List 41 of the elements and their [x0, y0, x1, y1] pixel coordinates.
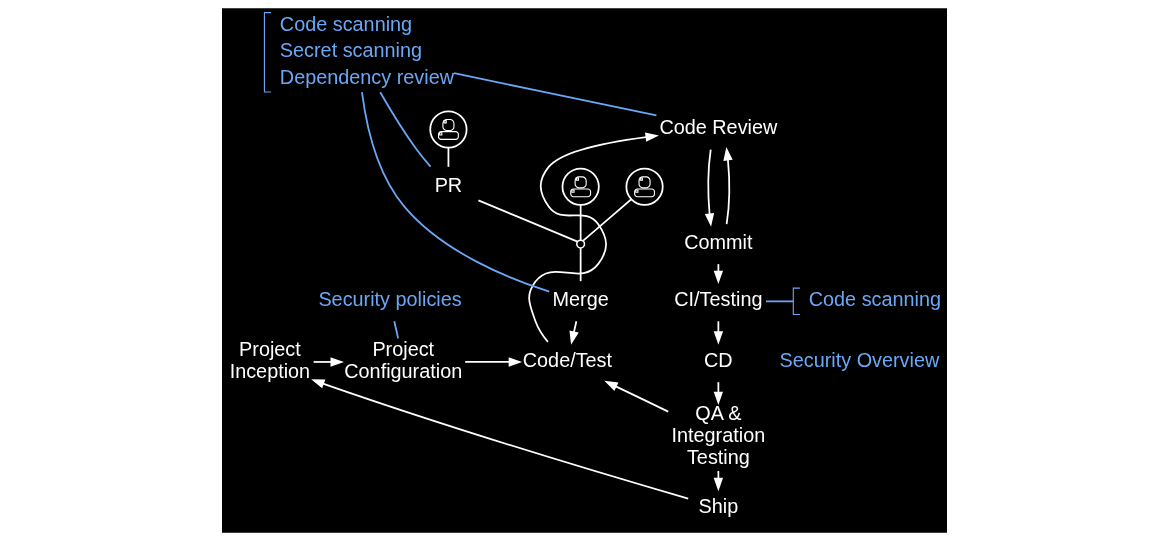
connector — [378, 91, 431, 168]
arrow — [312, 357, 344, 367]
node-text: Project Inception — [229, 337, 310, 382]
arrow — [527, 132, 659, 343]
arrow — [713, 470, 723, 492]
node-person — [561, 167, 600, 206]
connector — [764, 300, 794, 303]
arrow — [463, 357, 522, 367]
node-text: Code scanning Secret scanning Dependency review — [279, 12, 454, 88]
connector — [581, 198, 632, 242]
node-text: Security policies — [317, 288, 462, 311]
connector — [579, 247, 581, 283]
node-text: Code/Test — [522, 348, 612, 371]
arrow — [713, 381, 723, 406]
node-text: Code Review — [658, 116, 777, 139]
node-circle — [575, 239, 585, 249]
arrow — [603, 380, 669, 413]
node-text: Commit — [683, 230, 753, 253]
node-text: Code scanning — [808, 288, 941, 311]
connector — [360, 91, 550, 293]
node-text: QA & Integration Testing — [671, 401, 765, 468]
arrow — [568, 320, 579, 345]
connector — [392, 320, 399, 340]
node-text: CI/Testing — [673, 288, 762, 311]
arrow — [713, 320, 723, 345]
connector — [447, 146, 449, 168]
arrow — [722, 147, 733, 226]
node-person — [428, 110, 467, 149]
arrow — [704, 148, 714, 227]
node-text: PR — [434, 173, 462, 196]
node-text: Project Configuration — [343, 337, 462, 382]
node-person — [625, 167, 664, 206]
node-text: Ship — [698, 495, 738, 518]
label: Security Overview — [779, 348, 939, 371]
node-text: Merge — [552, 288, 609, 311]
arrow — [713, 263, 723, 285]
connector — [477, 199, 578, 243]
connector — [452, 72, 657, 117]
connector — [579, 204, 581, 241]
arrow — [310, 379, 689, 500]
node-text: CD — [703, 348, 733, 371]
